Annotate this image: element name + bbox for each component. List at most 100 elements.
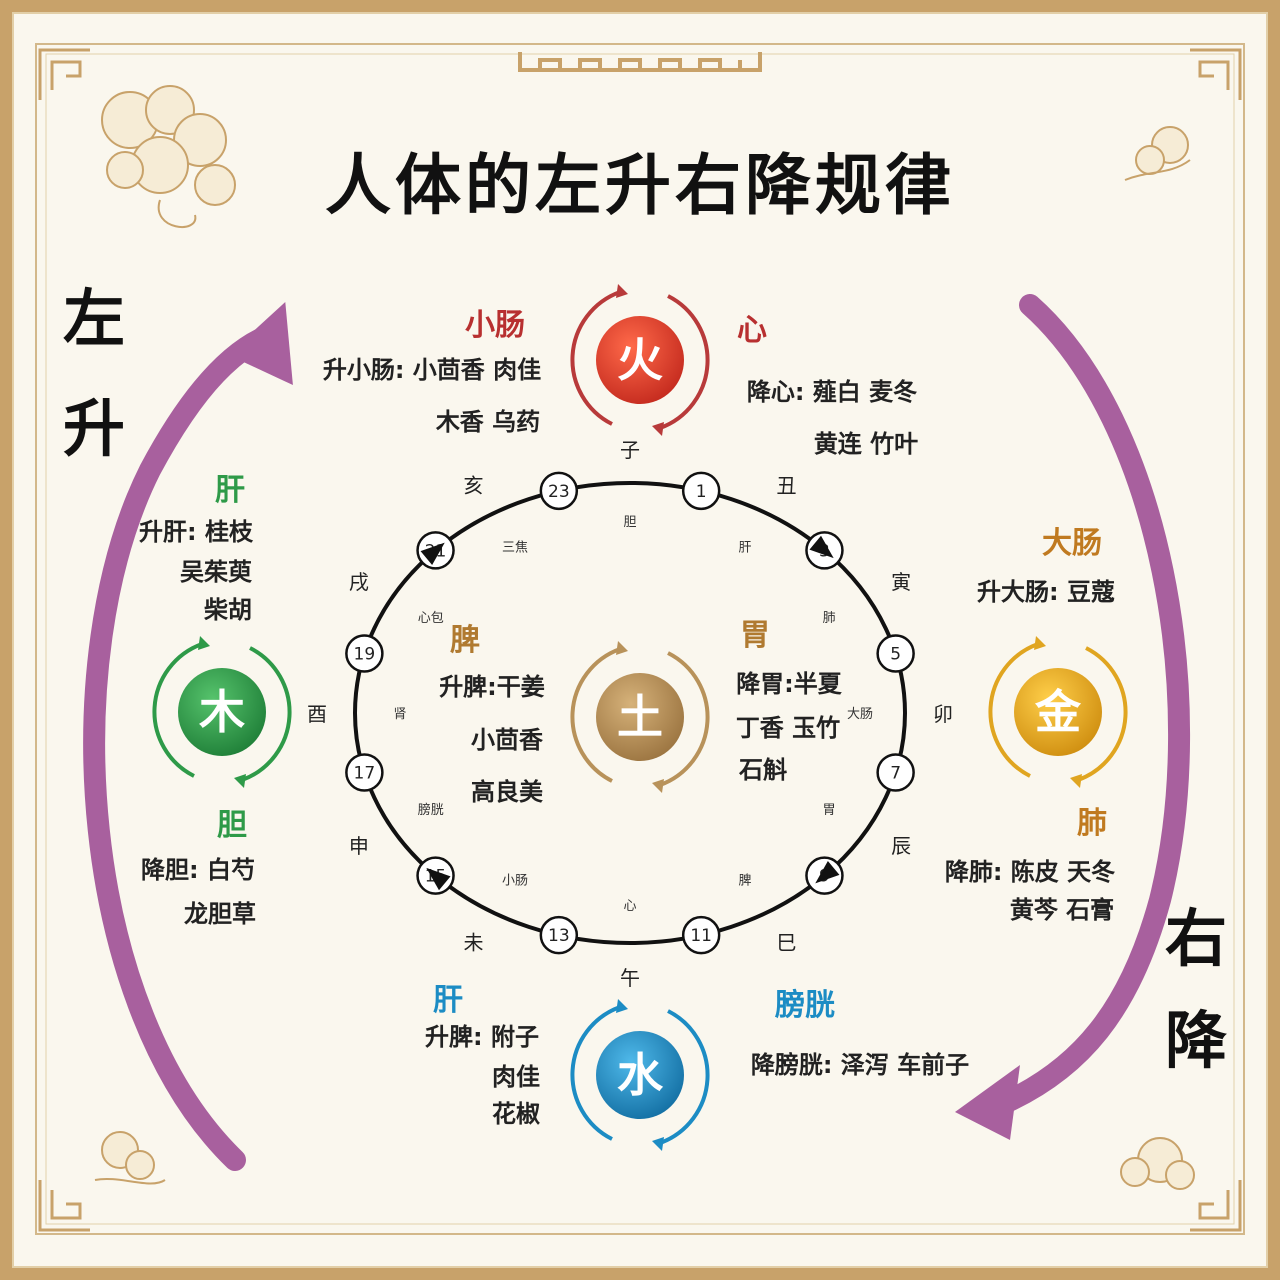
herb-line: 升肝: 桂枝	[139, 518, 254, 546]
hour-label: 11	[690, 926, 712, 946]
herb-line: 降膀胱: 泽泻 车前子	[751, 1051, 969, 1079]
hour-circle	[681, 915, 721, 955]
element-arc-right	[1077, 646, 1128, 782]
hour-label: 13	[548, 926, 570, 946]
corner-ornament-top-left	[38, 48, 90, 100]
organ-name: 肺	[1077, 806, 1107, 841]
top-ornament	[518, 52, 762, 72]
element-circle	[596, 316, 684, 404]
herb-line: 小茴香	[471, 726, 544, 754]
element-arc-left	[152, 642, 203, 778]
herb-line: 降肺: 陈皮 天冬	[945, 858, 1115, 886]
corner-ornament-bottom-right	[1190, 1180, 1242, 1232]
earthly-branch-label: 戌	[349, 570, 369, 594]
element-char: 水	[617, 1048, 664, 1102]
meridian-label: 膀胱	[418, 802, 444, 818]
corner-ornament-bottom-left	[38, 1180, 90, 1232]
hour-circle	[345, 634, 384, 673]
meridian-label: 肺	[823, 611, 836, 626]
herb-line: 石斛	[738, 756, 787, 784]
element-arc-right	[659, 294, 710, 430]
herb-line: 升大肠: 豆蔻	[977, 578, 1115, 606]
meridian-label: 胆	[623, 515, 636, 530]
hour-circle	[876, 753, 915, 792]
earthly-branch-label: 申	[349, 834, 369, 858]
hour-label: 7	[890, 764, 901, 784]
element-arc-left	[570, 647, 621, 783]
organ-name: 膀胱	[774, 988, 835, 1023]
meridian-label: 心包	[418, 611, 444, 626]
herb-line: 木香 乌药	[435, 408, 540, 436]
herb-line: 降胆: 白芍	[141, 856, 255, 884]
element-char: 金	[1034, 685, 1082, 739]
earthly-branch-label: 辰	[891, 834, 911, 858]
left-ascending-arrow	[83, 302, 293, 1171]
side-label-left-2: 升	[63, 392, 125, 465]
earthly-branch-label: 亥	[464, 473, 484, 497]
inner-border-thin	[45, 53, 1235, 1225]
earthly-branch-label: 卯	[933, 702, 953, 726]
element-arc-arrowhead	[616, 284, 628, 298]
element-char: 土	[617, 690, 663, 744]
earthly-branch-label: 午	[620, 966, 640, 990]
hour-circle	[539, 915, 579, 955]
corner-ornament-top-right	[1190, 48, 1242, 100]
element-arc-arrowhead	[652, 422, 664, 436]
organ-name: 小肠	[465, 308, 525, 343]
element-arc-arrowhead	[616, 641, 628, 655]
element-char: 木	[199, 685, 245, 739]
element-arc-left	[570, 290, 621, 426]
element-arc-arrowhead	[652, 1137, 664, 1151]
element-arc-arrowhead	[198, 636, 210, 650]
meridian-label: 大肠	[847, 707, 873, 722]
herb-line: 花椒	[492, 1100, 540, 1128]
cloud-ornament-bottom-right	[1120, 1137, 1195, 1190]
herb-line: 高良美	[471, 778, 543, 806]
cloud-ornament-top-left	[101, 85, 236, 228]
element-metal: 金	[988, 636, 1128, 788]
element-circle	[178, 668, 266, 756]
organ-name: 肝	[433, 983, 463, 1018]
meridian-label: 心	[623, 899, 636, 914]
meridian-label: 肾	[393, 707, 406, 722]
organ-name: 大肠	[1042, 526, 1102, 561]
organ-name: 胆	[217, 808, 247, 843]
cloud-ornament-bottom-left	[94, 1131, 166, 1185]
element-arc-arrowhead	[1034, 636, 1046, 650]
herb-line: 降胃:半夏	[736, 670, 843, 698]
element-arc-arrowhead	[234, 774, 246, 788]
clock-direction-arrow	[815, 861, 840, 884]
herb-line: 柴胡	[203, 596, 252, 624]
clock-direction-arrow	[420, 542, 445, 565]
herb-line: 丁香 玉竹	[736, 714, 840, 742]
element-arc-right	[659, 651, 710, 787]
herb-line: 升脾:干姜	[439, 673, 545, 701]
earthly-branch-label: 巳	[777, 931, 797, 955]
herb-line: 黄芩 石膏	[1010, 896, 1114, 924]
side-label-right-2: 降	[1165, 1004, 1227, 1077]
element-circle	[596, 1031, 684, 1119]
right-descending-arrow	[955, 294, 1191, 1140]
element-earth: 土	[570, 641, 710, 793]
hour-circle	[345, 753, 384, 792]
element-arc-right	[659, 1009, 710, 1145]
organ-name: 脾	[450, 623, 480, 658]
hour-label: 19	[354, 644, 376, 664]
herb-line: 肉佳	[492, 1063, 540, 1091]
element-arc-right	[241, 646, 292, 782]
page-title: 人体的左升右降规律	[325, 147, 955, 224]
element-wood: 木	[152, 636, 292, 788]
element-water: 水	[570, 999, 710, 1151]
hour-circle	[539, 471, 579, 511]
hour-label: 23	[548, 482, 570, 502]
meridian-label: 肝	[738, 541, 751, 556]
